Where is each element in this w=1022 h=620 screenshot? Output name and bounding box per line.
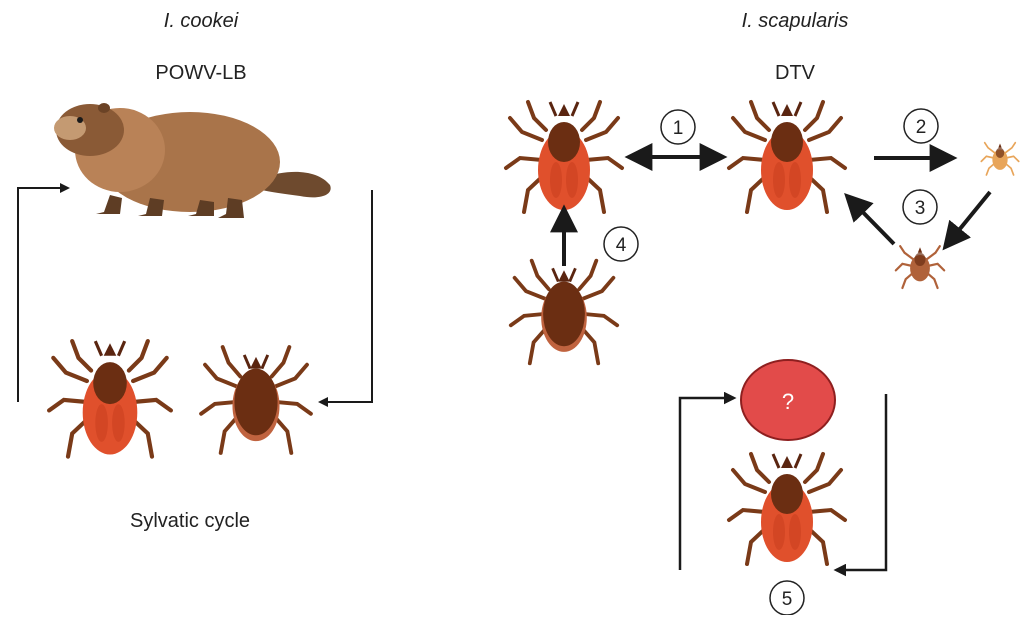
cycle-arrow-up xyxy=(18,188,68,402)
right-virus-label: DTV xyxy=(775,62,815,85)
step-number: 1 xyxy=(673,118,684,139)
step-2-marker: 2 xyxy=(904,109,938,143)
step-4-marker: 4 xyxy=(604,227,638,261)
left-species-title: I. cookei xyxy=(164,10,238,33)
groundhog-icon xyxy=(54,103,331,218)
male-tick-icon xyxy=(511,261,617,364)
step-number: 2 xyxy=(916,117,927,138)
groundhog-ear xyxy=(98,103,110,113)
cycle-5-arrow-down xyxy=(836,394,886,570)
cycle-5-arrow-up xyxy=(680,398,734,570)
right-species-title: I. scapularis xyxy=(742,10,849,33)
arrow-3a xyxy=(946,192,990,246)
step-number: 4 xyxy=(616,235,627,256)
larva-tick-icon xyxy=(981,143,1018,175)
step-number: 3 xyxy=(915,198,926,219)
cycle-label: Sylvatic cycle xyxy=(130,510,250,533)
step-number: 5 xyxy=(782,589,793,610)
cycle-arrow-down xyxy=(320,190,372,402)
engorged-female-tick-icon xyxy=(729,102,845,212)
unknown-host-label: ? xyxy=(782,389,794,414)
engorged-female-tick-icon xyxy=(729,454,845,564)
groundhog-front-leg xyxy=(96,195,122,214)
male-tick-icon xyxy=(201,347,311,453)
step-3-marker: 3 xyxy=(903,190,937,224)
nymph-tick-icon xyxy=(896,246,944,288)
step-5-marker: 5 xyxy=(770,581,804,615)
groundhog-eye xyxy=(77,117,83,123)
step-1-marker: 1 xyxy=(661,110,695,144)
unknown-host-icon: ? xyxy=(741,360,835,440)
engorged-female-tick-icon xyxy=(49,341,171,457)
engorged-female-tick-icon xyxy=(506,102,622,212)
arrow-3b xyxy=(848,197,894,244)
left-virus-label: POWV-LB xyxy=(155,62,246,85)
